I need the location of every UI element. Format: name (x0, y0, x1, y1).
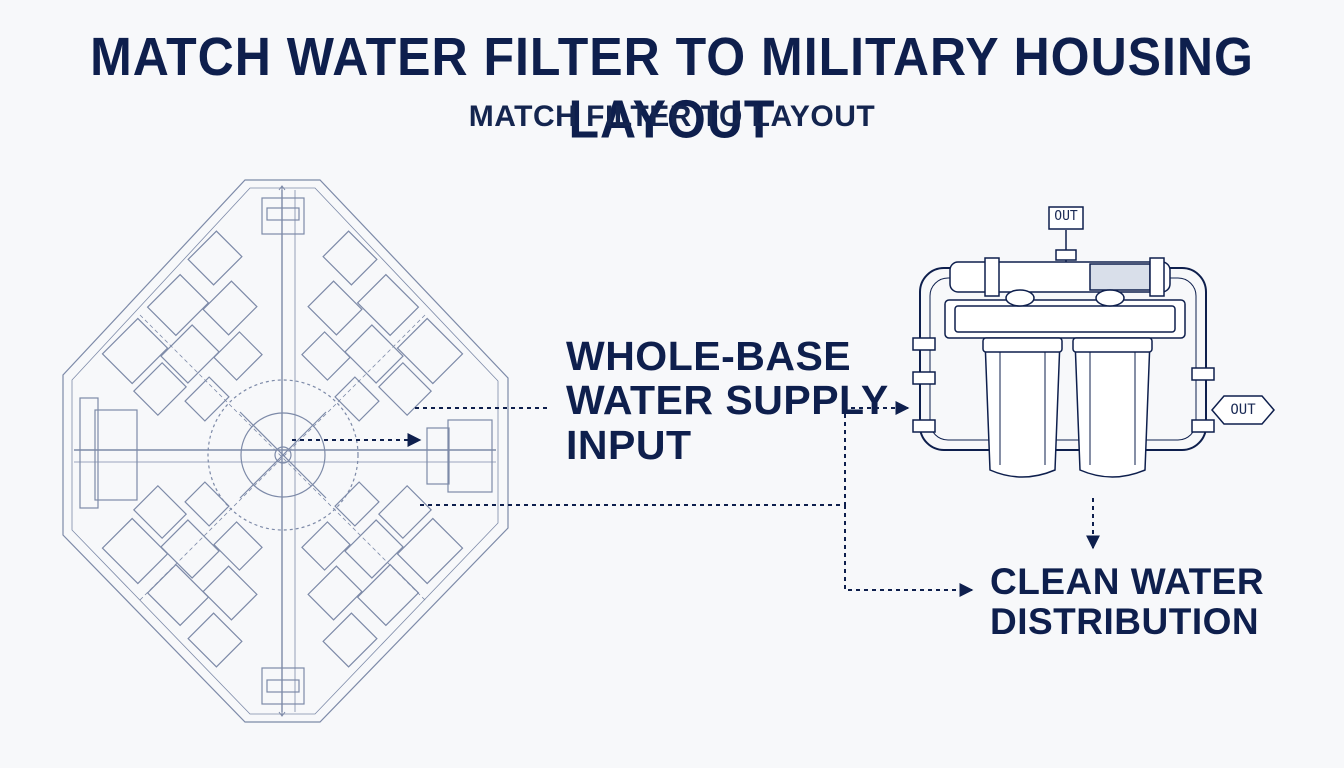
out-tag-top: OUT (1054, 209, 1078, 224)
layout-to-filter-line (420, 401, 910, 506)
out-tag-top-box (1048, 206, 1084, 230)
supply-label-line-2: WATER SUPPLY (566, 377, 889, 424)
water-filter-unit (912, 230, 1215, 478)
housing-layout-blueprint (62, 179, 509, 723)
clean-label-line-1: CLEAN WATER (990, 561, 1265, 602)
out-tag-side-box (1211, 395, 1275, 425)
layout-to-distribution-line (844, 505, 974, 597)
clean-label-line-2: DISTRIBUTION (990, 600, 1260, 642)
supply-label-line-3: INPUT (566, 421, 692, 468)
flow-connectors (292, 401, 1100, 597)
water-supply-input-label: WHOLE-BASE WATER SUPPLY INPUT (566, 334, 889, 467)
clean-water-distribution-label: CLEAN WATER DISTRIBUTION (990, 562, 1264, 642)
out-tag-side: OUT (1230, 402, 1256, 418)
supply-label-line-1: WHOLE-BASE (566, 333, 852, 379)
page-subtitle: MATCH FILTER TO LAYOUT (468, 100, 876, 133)
page-title: MATCH WATER FILTER TO MILITARY HOUSING L… (90, 26, 1254, 150)
